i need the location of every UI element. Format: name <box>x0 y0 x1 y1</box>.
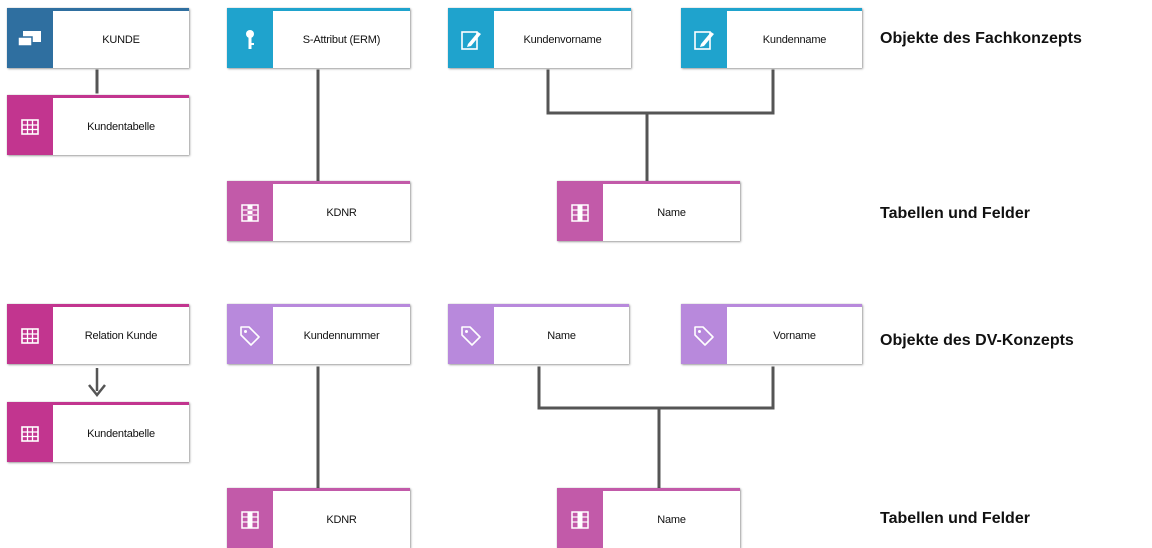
node-label: Kundenname <box>762 33 827 46</box>
node-label: S-Attribut (ERM) <box>302 33 381 46</box>
node-label: Kundenvorname <box>523 33 602 46</box>
tag-icon <box>681 307 727 364</box>
node-label: Kundennummer <box>303 329 380 342</box>
table-icon <box>7 98 53 155</box>
tag-icon <box>448 307 494 364</box>
connector-dvnamen-name <box>537 366 775 489</box>
edit-icon <box>681 11 727 68</box>
node-kundentabelle-2[interactable]: Kundentabelle <box>7 402 189 462</box>
node-label: KDNR <box>326 513 357 526</box>
node-label: KDNR <box>326 206 357 219</box>
entity-icon <box>7 11 53 68</box>
arrow-relation-kundentabelle <box>88 368 106 398</box>
node-name-dv[interactable]: Name <box>448 304 629 364</box>
node-label: Kundentabelle <box>87 120 155 133</box>
node-label: Name <box>547 329 576 342</box>
connector-fachnamen-name <box>546 69 775 182</box>
row-heading-dv-konzept: Objekte des DV-Konzepts <box>880 332 1074 349</box>
row-heading-tabellen-2: Tabellen und Felder <box>880 510 1030 527</box>
node-name-field[interactable]: Name <box>557 181 740 241</box>
node-kundenname[interactable]: Kundenname <box>681 8 862 68</box>
field-icon <box>227 184 273 241</box>
node-kdnr[interactable]: KDNR <box>227 181 410 241</box>
node-s-attribut[interactable]: S-Attribut (ERM) <box>227 8 410 68</box>
field-icon <box>557 491 603 548</box>
tag-icon <box>227 307 273 364</box>
table-icon <box>7 405 53 462</box>
table-icon <box>7 307 53 364</box>
node-vorname-dv[interactable]: Vorname <box>681 304 862 364</box>
node-label: Name <box>657 206 686 219</box>
node-kunde[interactable]: KUNDE <box>7 8 189 68</box>
node-relation-kunde[interactable]: Relation Kunde <box>7 304 189 364</box>
node-label: KUNDE <box>102 33 140 46</box>
edit-icon <box>448 11 494 68</box>
node-label: Vorname <box>773 329 816 342</box>
node-label: Name <box>657 513 686 526</box>
node-name-field-2[interactable]: Name <box>557 488 740 548</box>
row-heading-tabellen-1: Tabellen und Felder <box>880 205 1030 222</box>
node-label: Relation Kunde <box>84 329 158 342</box>
field-icon <box>557 184 603 241</box>
node-label: Kundentabelle <box>87 427 155 440</box>
row-heading-fachkonzept: Objekte des Fachkonzepts <box>880 30 1082 47</box>
node-kdnr-2[interactable]: KDNR <box>227 488 410 548</box>
node-kundenvorname[interactable]: Kundenvorname <box>448 8 631 68</box>
key-icon <box>227 11 273 68</box>
field-icon <box>227 491 273 548</box>
node-kundennummer[interactable]: Kundennummer <box>227 304 410 364</box>
node-kundentabelle[interactable]: Kundentabelle <box>7 95 189 155</box>
